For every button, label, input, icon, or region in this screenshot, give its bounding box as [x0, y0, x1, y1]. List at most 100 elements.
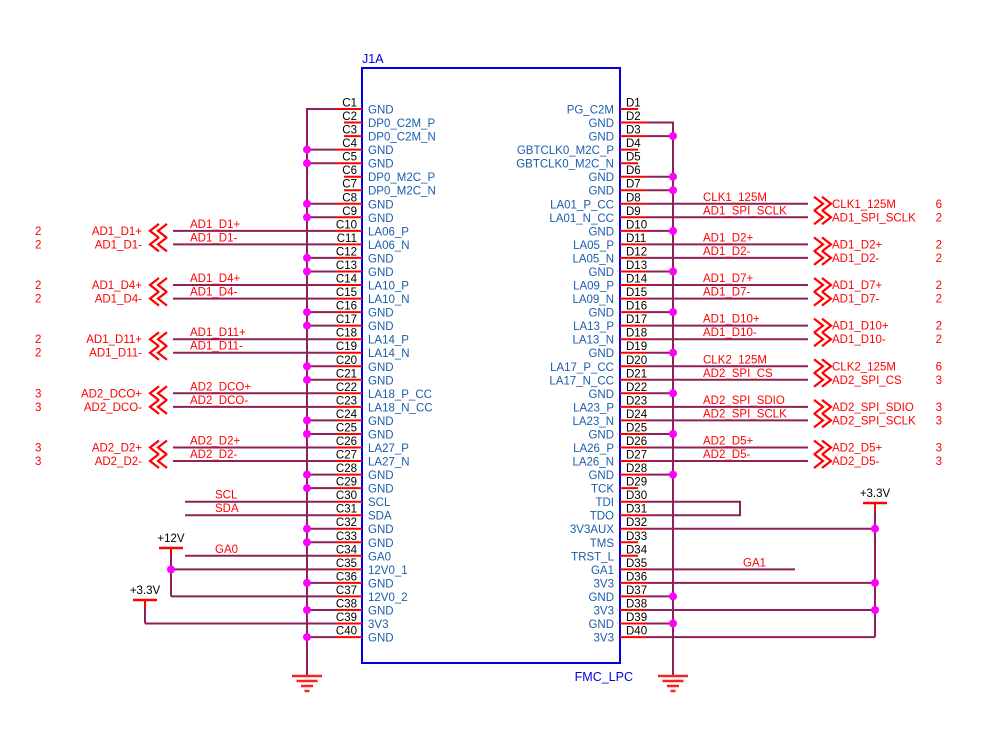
offpage-right-AD2_SPI_CS[interactable] [813, 371, 833, 388]
offpage-chevron [148, 344, 160, 361]
pin-name-C18: LA14_P [368, 335, 409, 347]
pin-name-D16: GND [588, 308, 614, 320]
pin-number-C13: C13 [336, 260, 357, 272]
offpage-left-AD2_D2+[interactable] [148, 439, 168, 456]
offpage-left-AD1_D1-[interactable] [148, 236, 168, 253]
pin-name-C34: GA0 [368, 551, 391, 563]
pin-name-D14: LA09_P [573, 281, 614, 293]
offpage-chevron [813, 317, 825, 334]
pin-number-D31: D31 [626, 504, 647, 516]
offpage-right-AD1_D10-[interactable] [813, 331, 833, 348]
junction-dot [303, 159, 311, 168]
offpage-right-AD2_D5+[interactable] [813, 439, 833, 456]
offpage-right-AD1_D7-[interactable] [813, 290, 833, 307]
offpage-left-AD1_D1+[interactable] [148, 223, 168, 239]
pin-number-D17: D17 [626, 314, 647, 326]
pin-number-C31: C31 [336, 504, 357, 516]
offpage-page-AD1_SPI_SCLK: 2 [936, 212, 942, 224]
wire-label-AD2_SPI_CS: AD2_SPI_CS [703, 368, 773, 380]
pin-name-D3: GND [588, 132, 614, 144]
pin-name-D22: GND [588, 389, 614, 401]
pin-number-D18: D18 [626, 328, 647, 340]
wire-label-AD2_DCO-: AD2_DCO- [190, 395, 248, 407]
offpage-chevron [821, 453, 833, 469]
offpage-left-AD2_DCO-[interactable] [148, 399, 168, 415]
junction-dot [871, 524, 879, 533]
pin-name-C14: LA10_P [368, 281, 409, 293]
net-label-SCL: SCL [215, 490, 238, 502]
pin-name-D32: 3V3AUX [570, 524, 614, 536]
offpage-label-AD1_D7-: AD1_D7- [832, 294, 879, 306]
wire-label-AD2_SPI_SCLK: AD2_SPI_SCLK [703, 408, 787, 420]
pin-number-C25: C25 [336, 423, 357, 435]
net-label-GA1: GA1 [743, 557, 766, 569]
offpage-right-AD1_D2+[interactable] [813, 236, 833, 253]
pin-name-C3: DP0_C2M_N [368, 132, 436, 144]
junction-dot [669, 267, 677, 276]
offpage-right-AD1_D10+[interactable] [813, 317, 833, 334]
pin-name-C28: GND [368, 470, 394, 482]
pin-name-D35: GA1 [591, 565, 614, 577]
offpage-chevron [148, 331, 160, 348]
pin-number-C26: C26 [336, 436, 357, 448]
pin-name-C31: SDA [368, 511, 392, 523]
junction-dot [303, 524, 311, 533]
offpage-label-AD1_D10-: AD1_D10- [832, 334, 886, 346]
net-label-GA0: GA0 [215, 544, 238, 556]
offpage-chevron [821, 399, 833, 415]
offpage-chevron [813, 331, 825, 348]
pin-name-D31: TDO [590, 511, 614, 523]
offpage-chevron [813, 358, 825, 375]
junction-dot [303, 484, 311, 493]
pin-number-C34: C34 [336, 544, 358, 556]
offpage-left-AD1_D4-[interactable] [148, 290, 168, 307]
pin-number-C14: C14 [336, 274, 358, 286]
offpage-chevron [156, 399, 168, 415]
offpage-right-AD1_D2-[interactable] [813, 250, 833, 266]
pin-name-C37: 12V0_2 [368, 592, 408, 604]
wire-label-AD2_DCO+: AD2_DCO+ [190, 381, 251, 393]
pin-number-D23: D23 [626, 395, 647, 407]
offpage-left-AD1_D11+[interactable] [148, 331, 168, 348]
pin-number-D16: D16 [626, 301, 647, 313]
offpage-label-AD1_SPI_SCLK: AD1_SPI_SCLK [832, 212, 916, 224]
offpage-right-AD2_SPI_SCLK[interactable] [813, 412, 833, 429]
offpage-chevron [148, 223, 160, 239]
offpage-label-AD2_SPI_CS: AD2_SPI_CS [832, 375, 902, 387]
offpage-label-AD2_D2-: AD2_D2- [95, 456, 142, 468]
offpage-left-AD2_DCO+[interactable] [148, 385, 168, 402]
pin-name-C27: LA27_N [368, 457, 410, 469]
wire-label-AD1_D7-: AD1_D7- [703, 287, 750, 299]
pin-name-C30: SCL [368, 497, 391, 509]
offpage-page-AD1_D1-: 2 [35, 239, 41, 251]
junction-dot [669, 619, 677, 628]
pin-name-D26: LA26_P [573, 443, 614, 455]
junction-dot [303, 145, 311, 154]
offpage-label-AD1_D11+: AD1_D11+ [86, 334, 142, 346]
offpage-right-AD1_SPI_SCLK[interactable] [813, 209, 833, 226]
offpage-right-AD2_SPI_SDIO[interactable] [813, 399, 833, 415]
offpage-page-AD2_D2-: 3 [35, 456, 41, 468]
pin-number-D27: D27 [626, 450, 647, 462]
junction-dot [303, 375, 311, 384]
offpage-left-AD2_D2-[interactable] [148, 453, 168, 469]
pin-name-D19: GND [588, 348, 614, 360]
junction-dot [303, 321, 311, 330]
offpage-right-CLK1_125M[interactable] [813, 195, 833, 212]
wire-label-AD2_D2-: AD2_D2- [190, 449, 237, 461]
offpage-right-AD1_D7+[interactable] [813, 277, 833, 293]
pin-number-C35: C35 [336, 558, 357, 570]
offpage-chevron [156, 236, 168, 253]
offpage-left-AD1_D11-[interactable] [148, 344, 168, 361]
pin-name-C10: LA06_P [368, 226, 409, 238]
offpage-right-AD2_D5-[interactable] [813, 453, 833, 469]
offpage-label-AD2_D5-: AD2_D5- [832, 456, 879, 468]
offpage-page-AD1_D7-: 2 [936, 294, 942, 306]
pin-number-C30: C30 [336, 490, 357, 502]
power-12v-label: +12V [157, 533, 185, 545]
offpage-chevron [813, 195, 825, 212]
offpage-right-CLK2_125M[interactable] [813, 358, 833, 375]
offpage-left-AD1_D4+[interactable] [148, 277, 168, 293]
pin-number-D33: D33 [626, 531, 647, 543]
